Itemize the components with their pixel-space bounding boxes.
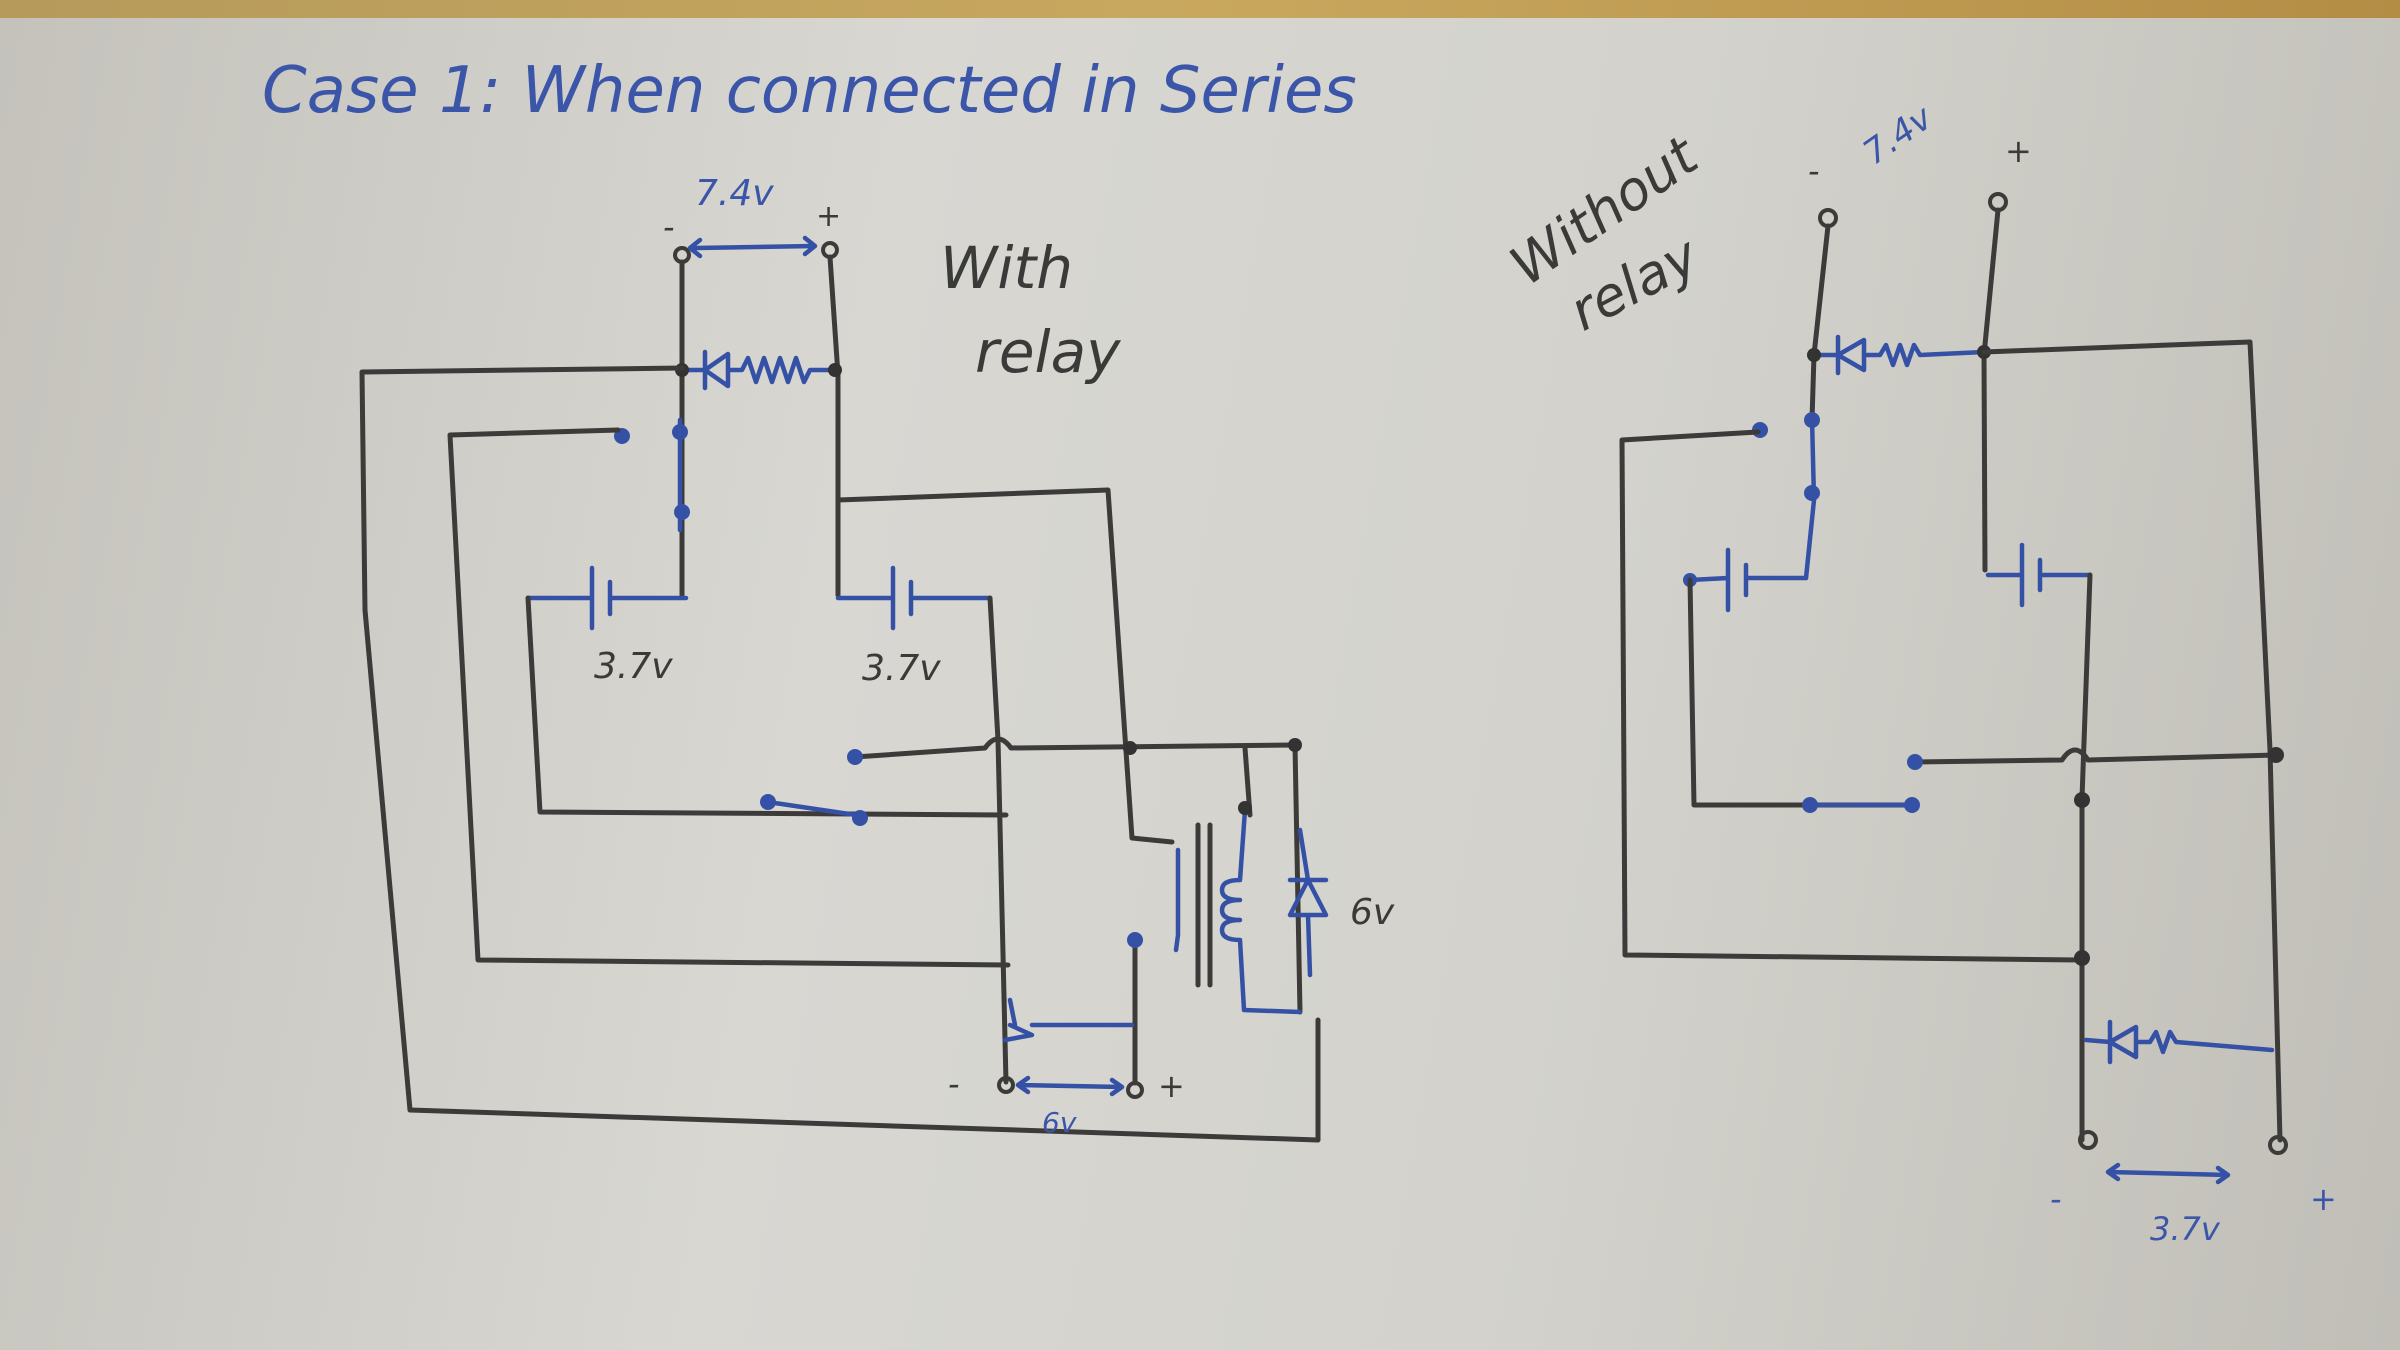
right-output-voltage: 3.7v xyxy=(2150,1210,2221,1248)
right-minus-rail xyxy=(1809,223,1831,423)
left-middle-wire xyxy=(447,427,1011,968)
left-output-plus: + xyxy=(1158,1067,1185,1105)
left-crossover-wire xyxy=(852,736,1303,1015)
left-cell2-icon xyxy=(835,565,993,631)
left-zener-voltage: 6v xyxy=(1350,892,1395,933)
left-junction xyxy=(828,363,842,377)
right-cellB-icon xyxy=(1985,542,2093,608)
left-output-voltage: 6v xyxy=(1042,1106,1077,1139)
left-switch-contact xyxy=(1127,932,1143,948)
right-output-minus-terminal xyxy=(2078,1130,2098,1150)
left-input-minus: - xyxy=(663,208,675,246)
right-input-minus: - xyxy=(1808,152,1820,190)
left-relay-lead xyxy=(1173,847,1181,953)
left-input-voltage: 7.4v xyxy=(695,173,774,214)
right-cellA-icon xyxy=(1687,547,1809,613)
left-junction xyxy=(1288,738,1302,752)
left-outer-wire xyxy=(359,365,1321,1143)
right-junction xyxy=(2074,950,2090,966)
right-junction xyxy=(2268,747,2284,763)
left-cell2-down-wire xyxy=(987,595,1009,1085)
left-lower-switch xyxy=(765,799,859,818)
left-input-arrow xyxy=(687,235,818,259)
left-cell1-icon xyxy=(525,565,689,631)
page-title: Case 1: When connected in Series xyxy=(262,54,1357,128)
right-crossover-wire xyxy=(1912,747,2279,765)
left-cell1-voltage: 3.7v xyxy=(594,646,673,687)
left-output-minus: - xyxy=(948,1065,960,1103)
right-junction xyxy=(2074,792,2090,808)
right-outer-wire xyxy=(1981,339,2283,1143)
right-output-arrow xyxy=(2105,1162,2231,1185)
left-inner-wire xyxy=(525,595,1009,818)
left-circuit: With relay 7.4v - + 3.7v xyxy=(359,173,1395,1143)
right-output-plus-terminal xyxy=(2268,1135,2288,1155)
left-junction xyxy=(1238,801,1252,815)
left-plus-rail xyxy=(827,254,841,598)
right-top-diode-resistor-icon xyxy=(1812,334,1987,376)
right-switch-contact xyxy=(1907,754,1923,770)
left-cell2-voltage: 3.7v xyxy=(862,648,941,689)
left-input-plus: + xyxy=(816,199,841,234)
left-output-minus-terminal xyxy=(997,1076,1015,1094)
right-junction xyxy=(1807,348,1821,362)
left-label-line2: relay xyxy=(975,318,1121,386)
paper-edge xyxy=(0,0,2400,18)
right-switch-contact xyxy=(1802,797,1818,813)
right-plus-rail xyxy=(1981,207,2001,573)
right-center-rail xyxy=(2079,572,2093,1143)
left-plus-to-relay-wire xyxy=(835,487,1175,845)
right-switch-contact xyxy=(1804,412,1820,428)
right-input-voltage: 7.4v xyxy=(1856,97,1940,173)
right-switch-contact xyxy=(1804,485,1820,501)
right-input-plus: + xyxy=(2005,132,2032,170)
left-junction xyxy=(1123,741,1137,755)
right-left-loop-wire xyxy=(1619,429,2083,963)
left-label-line1: With xyxy=(940,234,1073,302)
left-top-diode-icon xyxy=(682,349,731,391)
right-cellA-lower-wire xyxy=(1687,577,1915,808)
left-top-resistor-icon xyxy=(725,355,838,385)
right-output-minus: - xyxy=(2050,1180,2062,1218)
left-switch-contact xyxy=(847,749,863,765)
left-relay-core xyxy=(1195,822,1213,988)
right-output-diode-resistor-icon xyxy=(2083,1019,2275,1065)
right-switch-contact xyxy=(1904,797,1920,813)
left-output-arrow xyxy=(1015,1075,1125,1097)
right-output-plus: + xyxy=(2310,1180,2337,1218)
right-circuit: Without relay 7.4v - + xyxy=(1499,97,2337,1248)
left-output-diode-icon xyxy=(1002,997,1135,1043)
left-zener-diode-icon xyxy=(1287,827,1329,978)
left-switch-contact xyxy=(852,810,868,826)
left-switch-contact xyxy=(760,794,776,810)
left-relay-coil-icon xyxy=(1219,807,1303,1015)
